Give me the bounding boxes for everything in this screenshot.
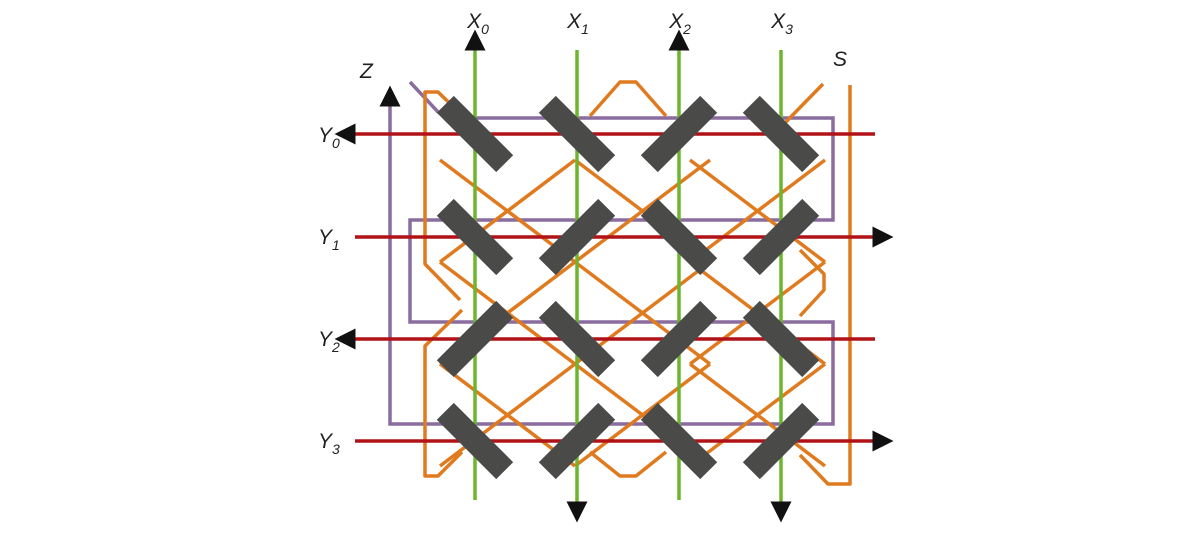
beam-splitter-r2-c1	[538, 300, 616, 378]
y-labels: Y0 Y1 Y2 Y3	[318, 124, 340, 457]
y1-label: Y1	[318, 226, 340, 253]
beam-splitter-r0-c1	[538, 95, 616, 173]
x0-label: X0	[466, 10, 489, 37]
x3-label-base: X	[770, 10, 786, 33]
beam-splitter-r1-c2	[640, 198, 718, 276]
s-path-segment	[588, 450, 668, 478]
beam-splitter-r3-c2	[640, 402, 718, 480]
beam-splitter-r1-c1	[538, 198, 616, 276]
x-labels: X0 X1 X2 X3	[466, 10, 793, 37]
beam-splitter-r1-c3	[742, 198, 820, 276]
x2-label-base: X	[668, 10, 684, 33]
z-label: Z	[359, 60, 374, 83]
s-path-segment	[588, 80, 668, 118]
beam-splitter-r3-c1	[538, 402, 616, 480]
y0-label: Y0	[318, 124, 340, 151]
x3-label-sub: 3	[785, 21, 793, 37]
y3-label-base: Y	[318, 430, 334, 453]
y2-label-sub: 2	[331, 339, 340, 355]
s-label: S	[833, 48, 847, 71]
beam-splitter-r0-c3	[742, 95, 820, 173]
beam-splitter-r2-c3	[742, 300, 820, 378]
s-path-segment	[798, 85, 852, 486]
y0-label-sub: 0	[332, 135, 340, 151]
s-path-segment	[423, 90, 467, 478]
y0-label-base: Y	[318, 124, 334, 147]
y2-label-base: Y	[318, 328, 334, 351]
s-path-segment	[688, 362, 827, 468]
y3-label: Y3	[318, 430, 340, 457]
s-path-segment	[798, 248, 826, 318]
beam-splitter-r1-c0	[436, 198, 514, 276]
beam-splitter-r0-c2	[640, 95, 718, 173]
x0-label-base: X	[466, 10, 482, 33]
x0-label-sub: 0	[481, 21, 489, 37]
splitters	[436, 95, 820, 480]
x1-label-sub: 1	[581, 21, 589, 37]
beam-splitter-r3-c0	[436, 402, 514, 480]
y3-label-sub: 3	[332, 441, 340, 457]
x2-label: X2	[668, 10, 691, 37]
x2-label-sub: 2	[682, 21, 691, 37]
y1-label-sub: 1	[332, 237, 340, 253]
beam-splitter-r3-c3	[742, 402, 820, 480]
x3-label: X3	[770, 10, 793, 37]
beam-splitter-r0-c0	[436, 95, 514, 173]
y2-label: Y2	[318, 328, 340, 355]
x1-label: X1	[566, 10, 589, 37]
beam-splitter-r2-c2	[640, 300, 718, 378]
s-path-segment	[688, 158, 827, 264]
beam-splitter-r2-c0	[436, 300, 514, 378]
y1-label-base: Y	[318, 226, 334, 249]
x1-label-base: X	[566, 10, 582, 33]
